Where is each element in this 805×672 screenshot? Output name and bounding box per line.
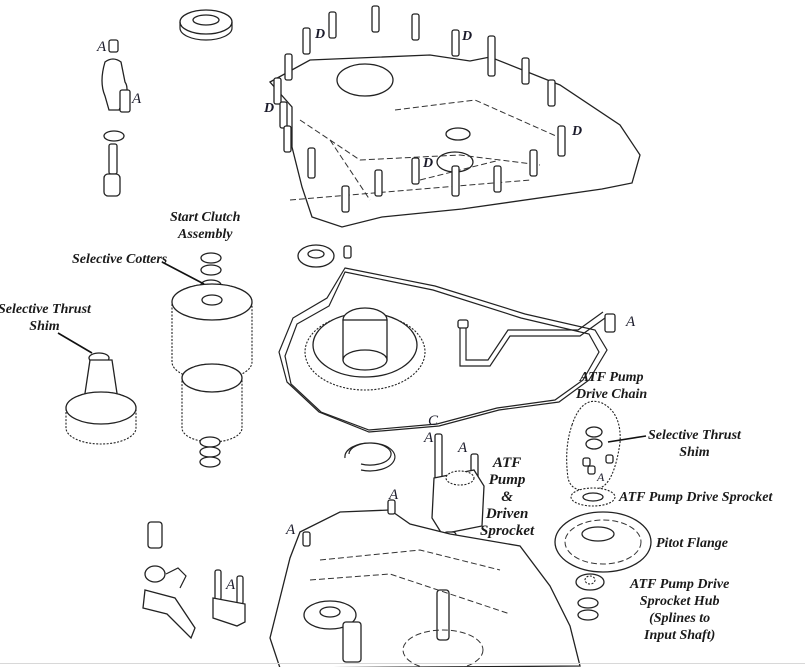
sprocket-hub <box>575 573 605 621</box>
snap-ring <box>344 442 396 472</box>
shift-fork-lower <box>142 521 196 640</box>
label-line: Shim <box>679 445 710 460</box>
label-line: ATF <box>492 455 522 471</box>
bolt-tag-a: A <box>626 314 636 330</box>
differential-gear <box>304 307 426 391</box>
label-selective-thrust-shim-left: Selective Thrust Shim <box>0 301 91 335</box>
shaft-gear <box>65 352 137 445</box>
atf-pump-drive-sprocket <box>570 487 616 507</box>
label-pitot-flange: Pitot Flange <box>656 536 728 551</box>
label-line: Pump <box>488 472 526 488</box>
label-line: Driven <box>485 506 529 522</box>
bolt-tag-a: A <box>132 91 142 107</box>
label-line: Selective Thrust <box>0 302 91 317</box>
label-line: Sprocket <box>480 523 535 539</box>
label-start-clutch-assembly: Start Clutch Assembly <box>170 209 240 243</box>
bolt-tag-a: A <box>424 430 434 446</box>
housing-bolts <box>273 5 566 213</box>
label-line: (Splines to <box>649 611 711 626</box>
bolt-tag-a: A <box>597 470 605 484</box>
bolt-tag-a: A <box>97 39 107 55</box>
bolt-tag-d: D <box>572 124 583 139</box>
atf-pipe <box>457 311 616 367</box>
bolt-tag-d: D <box>315 27 326 42</box>
bolt-tag-a: A <box>458 440 468 456</box>
shift-linkage-assembly <box>101 39 131 197</box>
leader-lines <box>57 261 647 443</box>
label-atf-pump-drive-chain: ATF Pump Drive Chain <box>576 369 647 403</box>
label-selective-thrust-shim-right: Selective Thrust Shim <box>648 427 741 461</box>
bolt-tag-a: A <box>226 577 236 593</box>
start-clutch-assembly <box>171 252 253 468</box>
label-line: Drive Chain <box>576 387 648 402</box>
label-atf-pump-drive-sprocket: ATF Pump Drive Sprocket <box>619 490 773 505</box>
label-line: Input Shaft) <box>644 628 716 643</box>
label-atf-pump-drive-sprocket-hub: ATF Pump Drive Sprocket Hub (Splines to … <box>630 576 729 644</box>
label-line: ATF Pump <box>579 370 644 385</box>
transmission-housing-upper <box>268 54 641 228</box>
label-selective-cotters: Selective Cotters <box>72 252 168 267</box>
bolt-tag-d: D <box>264 101 275 116</box>
label-line: Selective Thrust <box>648 428 741 443</box>
bolt-tag-d: D <box>462 29 473 44</box>
label-line: Start Clutch <box>170 210 241 225</box>
atf-pump-drive-chain <box>566 400 621 491</box>
atf-pump <box>431 433 485 553</box>
bolt-tag-a: A <box>286 522 296 538</box>
oil-seal-top <box>179 9 233 41</box>
label-line: Assembly <box>177 227 233 242</box>
bolt-tag-d: D <box>423 156 434 171</box>
leader-selective-thrust-shim-right <box>607 435 647 443</box>
label-line: Sprocket Hub <box>639 594 720 609</box>
bolt-tag-a: A <box>389 487 399 503</box>
pitot-flange <box>554 511 652 573</box>
transmission-housing-lower <box>269 499 581 671</box>
label-atf-pump-driven-sprocket: ATF Pump & Driven Sprocket <box>480 455 534 540</box>
label-line: & <box>501 489 513 505</box>
label-line: Shim <box>29 319 60 334</box>
bolt-tag-c: C <box>428 413 439 429</box>
bottom-border <box>0 663 805 664</box>
leader-selective-cotters <box>161 261 205 285</box>
gasket <box>278 267 608 433</box>
bracket-lower <box>212 569 246 627</box>
leader-selective-thrust-shim-left <box>57 332 93 354</box>
bearing <box>297 244 352 268</box>
label-line: ATF Pump Drive <box>630 577 730 592</box>
